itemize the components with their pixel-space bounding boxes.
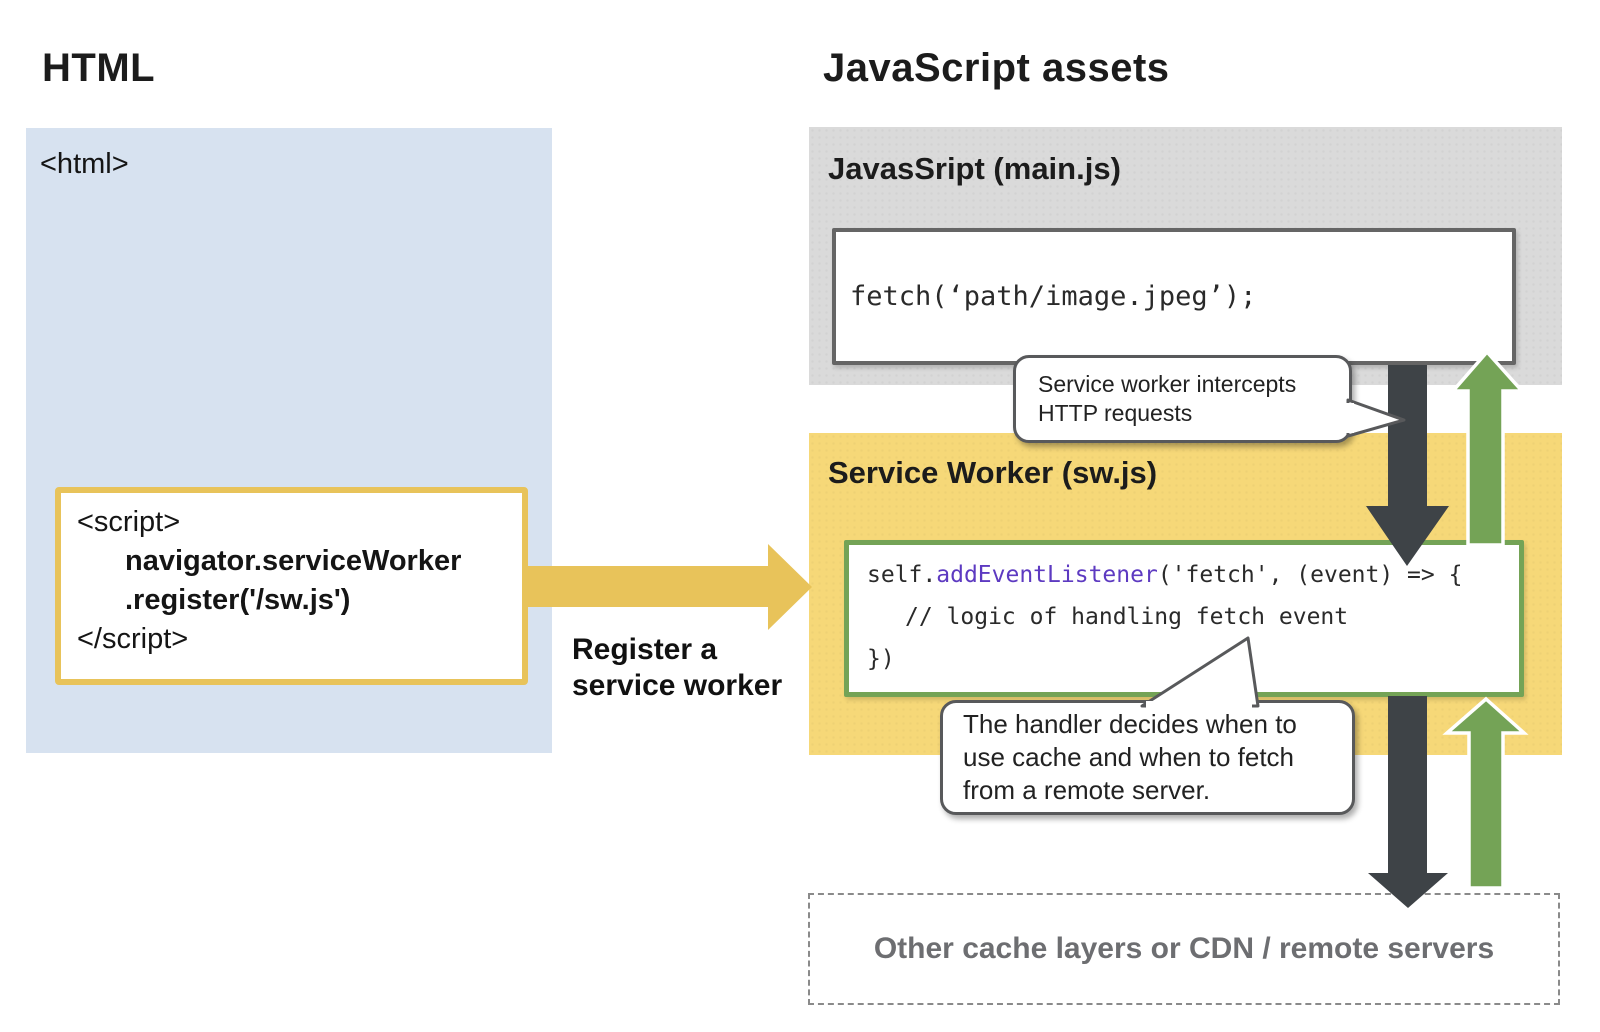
register-script-code-box: <script> navigator.serviceWorker .regist… [55, 487, 528, 685]
js-assets-section-heading: JavaScript assets [823, 46, 1170, 90]
script-code-line-navigator: navigator.serviceWorker [125, 545, 462, 577]
register-arrow-label: Register a service worker [572, 633, 783, 702]
sw-code-line-2: // logic of handling fetch event [905, 604, 1349, 630]
add-event-listener-token: addEventListener [936, 562, 1158, 588]
register-right-arrow-shaft [528, 566, 768, 607]
script-close-tag: </script> [77, 623, 189, 655]
sw-code-line-3: }) [867, 646, 895, 672]
cache-layers-box: Other cache layers or CDN / remote serve… [808, 893, 1560, 1005]
intercept-speech-bubble: Service worker intercepts HTTP requests [1013, 355, 1352, 443]
register-right-arrow-icon [768, 544, 812, 630]
main-js-panel-title: JavasSript (main.js) [828, 151, 1121, 186]
fetch-code-box: fetch(‘path/image.jpeg’); [832, 228, 1516, 365]
script-code-line-register: .register('/sw.js') [125, 584, 351, 616]
html-open-tag-label: <html> [40, 148, 129, 180]
script-open-tag: <script> [77, 506, 181, 538]
fetch-code-line: fetch(‘path/image.jpeg’); [850, 281, 1257, 312]
service-worker-panel-title: Service Worker (sw.js) [828, 455, 1158, 490]
sw-code-line-1: self.addEventListener('fetch', (event) =… [867, 562, 1463, 588]
cache-layers-label: Other cache layers or CDN / remote serve… [873, 932, 1495, 965]
bubble2-border-mask [1146, 701, 1252, 709]
sw-code-box: self.addEventListener('fetch', (event) =… [844, 540, 1524, 697]
handler-speech-bubble: The handler decides when to use cache an… [940, 700, 1355, 815]
bubble1-border-mask [1346, 403, 1354, 433]
html-section-heading: HTML [42, 46, 156, 90]
